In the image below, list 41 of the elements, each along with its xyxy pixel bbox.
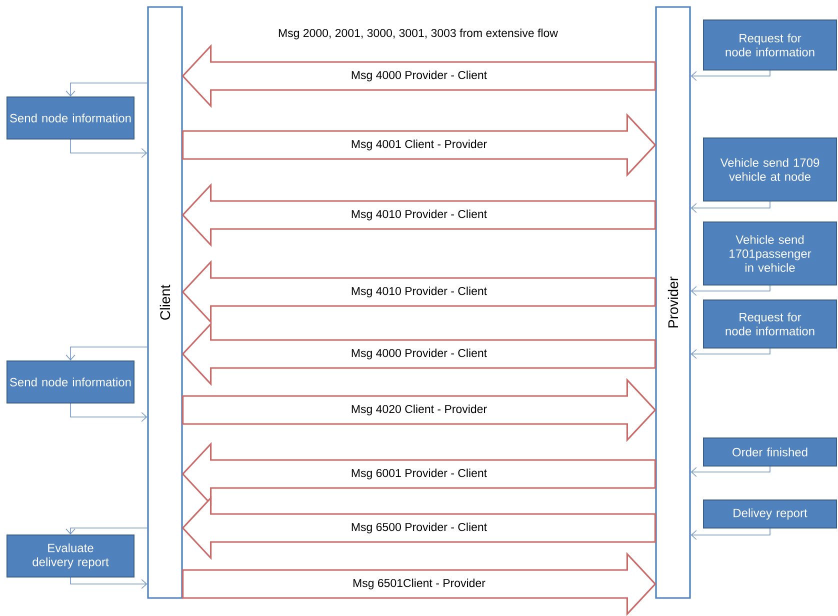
connector-arrow	[70, 403, 148, 422]
block-arrow	[182, 112, 656, 178]
lifeline-bar: Provider	[655, 6, 691, 599]
connector-arrow	[690, 466, 770, 477]
process-box: Send node information	[6, 96, 134, 140]
process-box: Delivey report	[703, 500, 837, 528]
process-box: Evaluate delivery report	[6, 534, 134, 578]
edge-label: Msg 4001 Client - Provider	[352, 140, 487, 150]
edge-label: Msg 6001 Provider - Client	[352, 468, 487, 480]
process-box: Vehicle send 1709 vehicle at node	[703, 138, 837, 202]
connector-arrow	[690, 201, 770, 213]
edge-label: Msg 4000 Provider - Client	[352, 70, 487, 82]
edge-label: Msg 4010 Provider - Client	[352, 210, 487, 220]
connector-arrow	[690, 70, 770, 81]
connector-arrow	[66, 346, 148, 360]
edge-label: Msg 6500 Provider - Client	[352, 522, 487, 534]
block-arrow	[182, 552, 656, 616]
connector-arrow	[690, 348, 770, 359]
connector-arrow	[690, 285, 770, 296]
edge-label: Msg 4020 Client - Provider	[352, 404, 487, 416]
lifeline-bar: Client	[147, 6, 183, 599]
process-box: Send node information	[6, 360, 134, 404]
flow-note: Msg 2000, 2001, 3000, 3001, 3003 from extensive flow	[278, 28, 558, 40]
connector-arrow	[66, 82, 148, 96]
block-arrow	[182, 44, 656, 108]
connector-arrow	[690, 528, 770, 540]
block-arrow	[182, 496, 656, 560]
block-arrow	[182, 260, 656, 324]
process-box: Request for node information	[703, 20, 837, 70]
edge-label: Msg 4010 Provider - Client	[352, 286, 487, 298]
connector-arrow	[66, 528, 148, 534]
edge-label: Msg 6501Client - Provider	[353, 578, 486, 590]
block-arrow	[182, 182, 656, 248]
connector-arrow	[70, 139, 148, 158]
block-arrow	[182, 378, 656, 442]
block-arrow	[182, 322, 656, 386]
edge-label: Msg 4000 Provider - Client	[352, 348, 487, 360]
process-box: Vehicle send 1701passenger in vehicle	[703, 222, 837, 286]
connector-arrow	[70, 577, 148, 589]
process-box: Order finished	[703, 438, 837, 466]
process-box: Request for node information	[703, 300, 837, 348]
